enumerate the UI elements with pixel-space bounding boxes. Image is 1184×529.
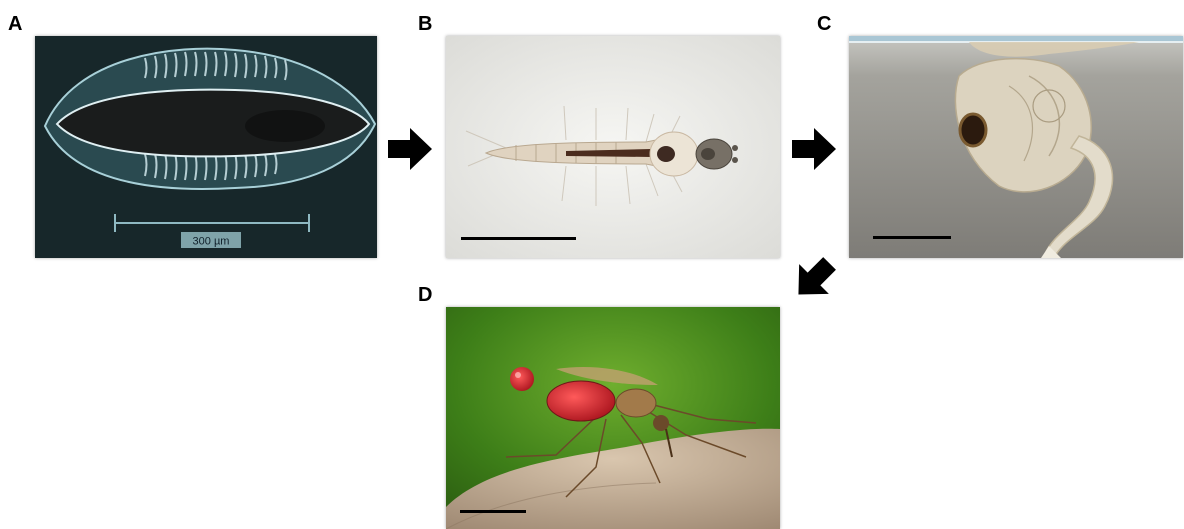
larva-image — [446, 36, 780, 258]
egg-image: 300 µm — [35, 36, 377, 258]
arrow-down-left-icon — [790, 255, 838, 303]
adult-mosquito-image — [446, 307, 780, 529]
panel-label-c: C — [817, 14, 831, 34]
panel-label-a: A — [8, 14, 22, 34]
panel-label-d: D — [418, 285, 432, 305]
pupa-image — [849, 36, 1183, 258]
arrow-right-icon — [386, 125, 434, 173]
panel-label-b: B — [418, 14, 432, 34]
egg-scale-label: 300 µm — [193, 236, 230, 248]
arrow-right-icon — [790, 125, 838, 173]
